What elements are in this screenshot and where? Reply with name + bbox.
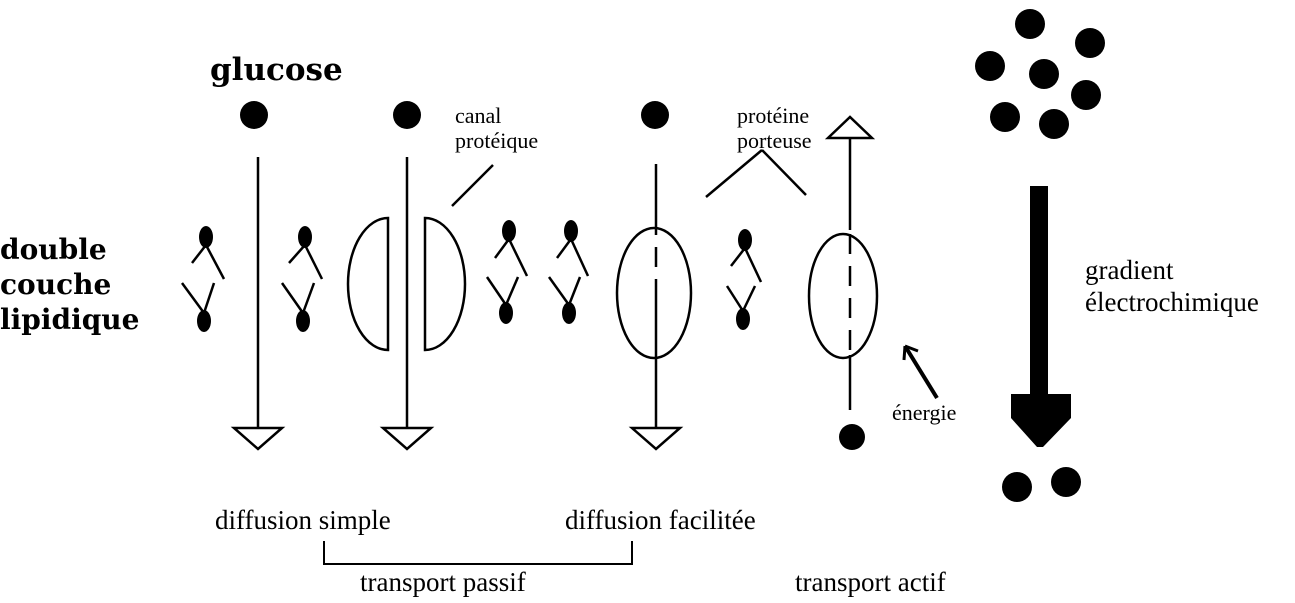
channel-protein-pathway [346,101,494,451]
glucose-molecule [641,101,669,129]
simple-diffusion-pathway [230,101,286,451]
glucose-label: glucose [210,52,343,88]
channel-label-pointer [451,164,494,207]
passive-transport-label: transport passif [360,567,526,597]
lipid-molecule [725,229,763,330]
channel-protein-label: canal protéique [455,103,538,153]
gradient-label-line: électrochimique [1085,287,1259,317]
channel-protein-label-line: protéique [455,128,539,153]
diffusion-arrowhead [628,426,684,451]
gradient-low-concentration [1002,467,1081,502]
active-transport-label: transport actif [795,567,946,597]
gradient-arrow [1011,186,1071,447]
facilitated-diffusion-pathway [615,101,693,451]
channel-protein-right-half [423,216,467,352]
lipid-molecule [180,226,226,332]
simple-diffusion-label: diffusion simple [215,505,391,535]
glucose-molecule [393,101,421,129]
carrier-protein-label: protéine porteuse [737,103,812,153]
channel-protein-label-line: canal [455,103,502,128]
lipid-bilayer-label-line: lipidique [0,303,140,336]
carrier-protein [615,226,693,360]
energy-label: énergie [892,400,957,425]
lipid-bilayer-label-line: couche [0,268,112,301]
lipid-bilayer-label: double couche lipidique [0,232,139,337]
lipid-molecule [485,220,529,324]
passive-transport-bracket [323,541,633,565]
lipid-bilayer-label-line: double [0,233,107,266]
glucose-molecule [839,424,865,450]
diffusion-arrowhead [230,426,286,451]
carrier-protein [807,232,879,360]
facilitated-diffusion-label: diffusion facilitée [565,505,756,535]
energy-arrow [902,344,939,400]
channel-protein-left-half [346,216,390,352]
transport-arrowhead [824,115,876,140]
carrier-label-pointer [705,149,807,198]
gradient-high-concentration [975,9,1105,139]
gradient-label-line: gradient [1085,255,1174,285]
lipid-molecule [280,226,324,332]
lipid-molecule [547,220,590,324]
active-transport-pathway [807,115,879,450]
carrier-protein-label-line: protéine [737,103,810,128]
gradient-label: gradient électrochimique [1085,254,1259,318]
diffusion-arrowhead [379,426,435,451]
carrier-protein-label-line: porteuse [737,128,812,153]
glucose-molecule [240,101,268,129]
